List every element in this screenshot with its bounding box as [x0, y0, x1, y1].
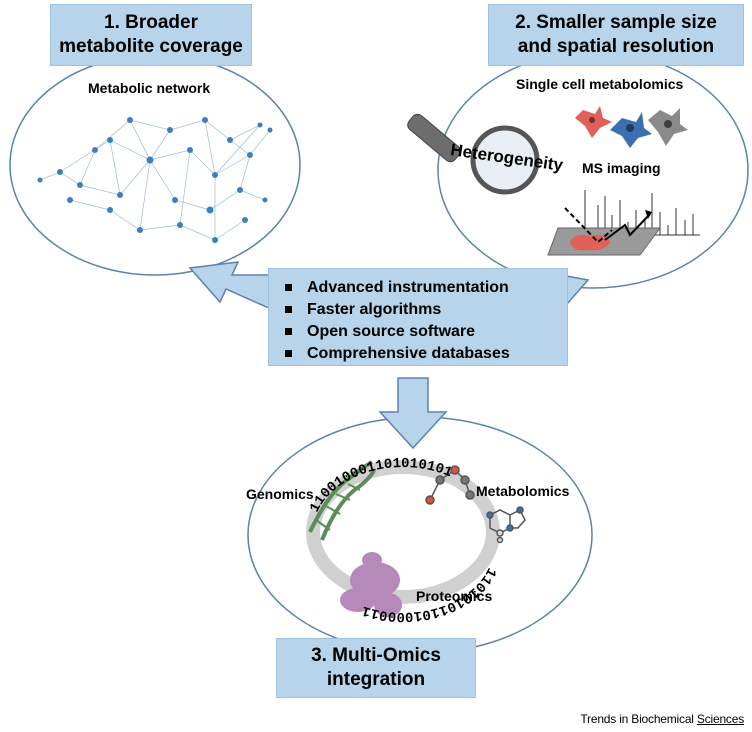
journal-footer: Trends in Biochemical Sciences [580, 712, 744, 726]
network-graph [39, 119, 271, 241]
broader-line1: 1. Broader [104, 12, 198, 33]
smaller-sample-box: 2. Smaller sample size and spatial resol… [488, 4, 744, 66]
cells-icon [575, 106, 688, 148]
advance-item: Faster algorithms [283, 299, 567, 321]
metabolite-molecule-icon [425, 465, 475, 505]
footer-prefix: Trends in Biochemical [580, 712, 697, 726]
multiomics-line2: integration [326, 669, 426, 690]
footer-suffix: Sciences [696, 712, 744, 726]
multiomics-line1: 3. Multi-Omics [311, 645, 441, 666]
protein-structure-icon [340, 552, 402, 617]
advances-list: Advanced instrumentation Faster algorith… [269, 269, 567, 365]
adenine-molecule-icon [486, 506, 526, 544]
smaller-line1: 2. Smaller sample size [515, 12, 717, 33]
genomics-label: Genomics [246, 486, 314, 502]
multiomics-box: 3. Multi-Omics integration [276, 638, 476, 698]
advance-item: Comprehensive databases [283, 343, 567, 365]
broader-coverage-box: 1. Broader metabolite coverage [50, 4, 252, 66]
imaging-slide-icon [547, 207, 661, 256]
broader-line2: metabolite coverage [59, 36, 243, 57]
metabolomics-label: Metabolomics [476, 483, 570, 499]
advance-item: Open source software [283, 321, 567, 343]
dna-helix-icon [308, 460, 376, 541]
network-nodes [37, 117, 273, 243]
metabolic-network-label: Metabolic network [88, 80, 211, 96]
advance-item: Advanced instrumentation [283, 277, 567, 299]
advances-box: Advanced instrumentation Faster algorith… [268, 268, 568, 366]
ms-imaging-label: MS imaging [582, 160, 661, 176]
proteomics-label: Proteomics [416, 588, 493, 604]
magnifying-glass-icon [407, 113, 540, 195]
omics-ring [306, 460, 500, 604]
smaller-line2: and spatial resolution [517, 36, 715, 57]
binary-text-top: 110010001101010101 [307, 456, 454, 515]
arrow-to-multiomics [378, 377, 448, 450]
single-cell-label: Single cell metabolomics [516, 76, 684, 92]
